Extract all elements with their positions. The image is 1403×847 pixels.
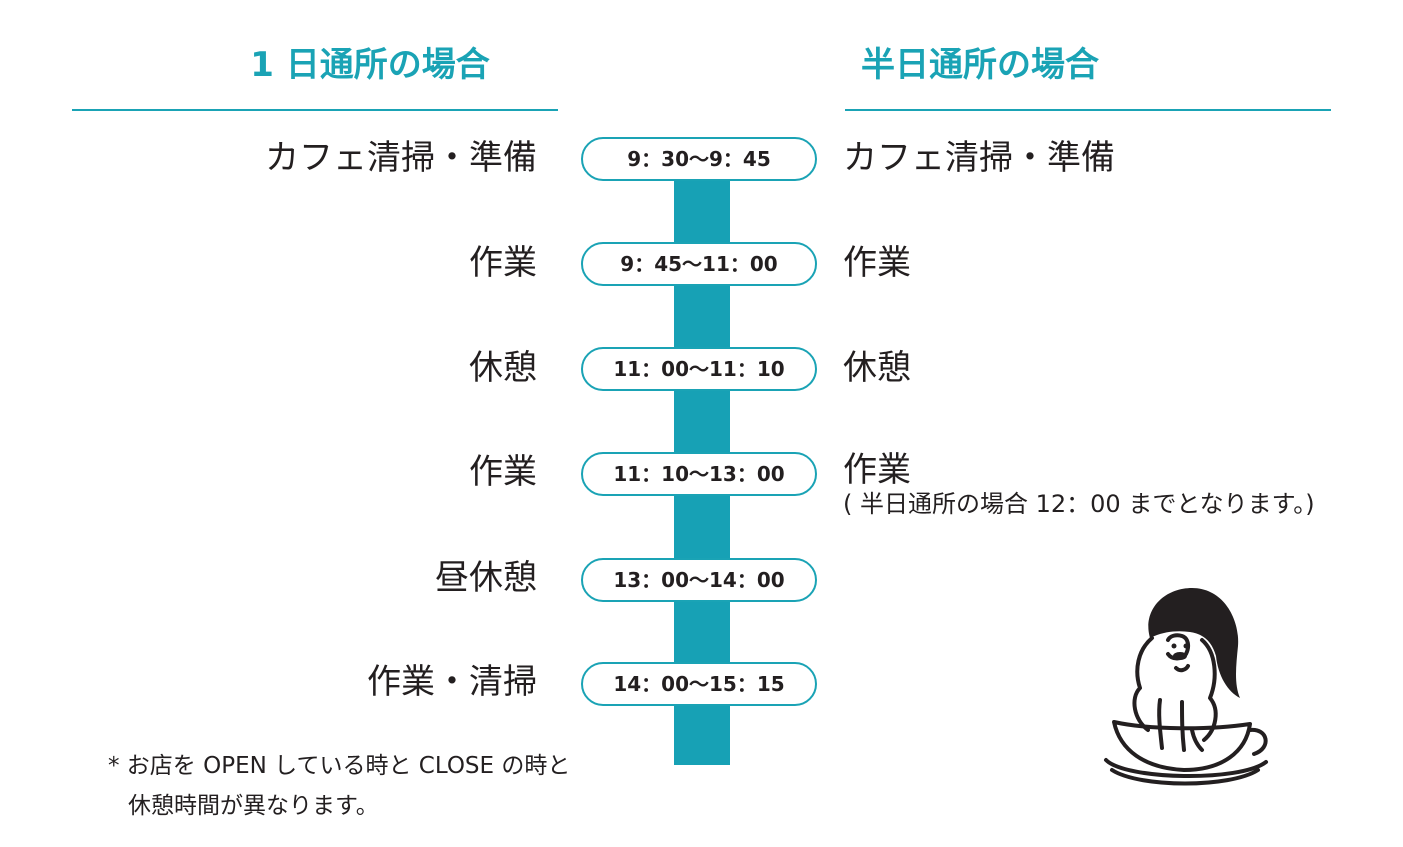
time-slot: 14：00～15：15 (581, 662, 817, 706)
capybara-in-teacup-icon (1104, 588, 1268, 786)
half-day-activity: 作業 (843, 243, 911, 283)
full-day-activity: 作業 (469, 452, 537, 492)
divider-full-day (72, 109, 558, 111)
half-day-note: ( 半日通所の場合 12：00 までとなります。) (843, 490, 1315, 518)
full-day-activity: 休憩 (469, 348, 537, 388)
time-slot: 9：30～9：45 (581, 137, 817, 181)
half-day-activity: 休憩 (843, 348, 911, 388)
time-slot: 9：45～11：00 (581, 242, 817, 286)
full-day-activity: カフェ清掃・準備 (265, 138, 537, 178)
time-slot: 11：10～13：00 (581, 452, 817, 496)
full-day-activity: 作業 (469, 243, 537, 283)
footnote-line-1: * お店を OPEN している時と CLOSE の時と (108, 753, 571, 779)
full-day-activity: 昼休憩 (435, 558, 537, 598)
heading-full-day: 1 日通所の場合 (250, 45, 490, 85)
time-slot: 13：00～14：00 (581, 558, 817, 602)
footnote-line-2: 休憩時間が異なります。 (128, 793, 379, 819)
half-day-activity: カフェ清掃・準備 (843, 138, 1115, 178)
full-day-activity: 作業・清掃 (367, 662, 537, 702)
divider-half-day (845, 109, 1331, 111)
heading-half-day: 半日通所の場合 (861, 45, 1099, 85)
time-slot: 11：00～11：10 (581, 347, 817, 391)
footnote: * お店を OPEN している時と CLOSE の時と 休憩時間が異なります。 (108, 746, 570, 826)
half-day-activity: 作業 (843, 450, 911, 490)
